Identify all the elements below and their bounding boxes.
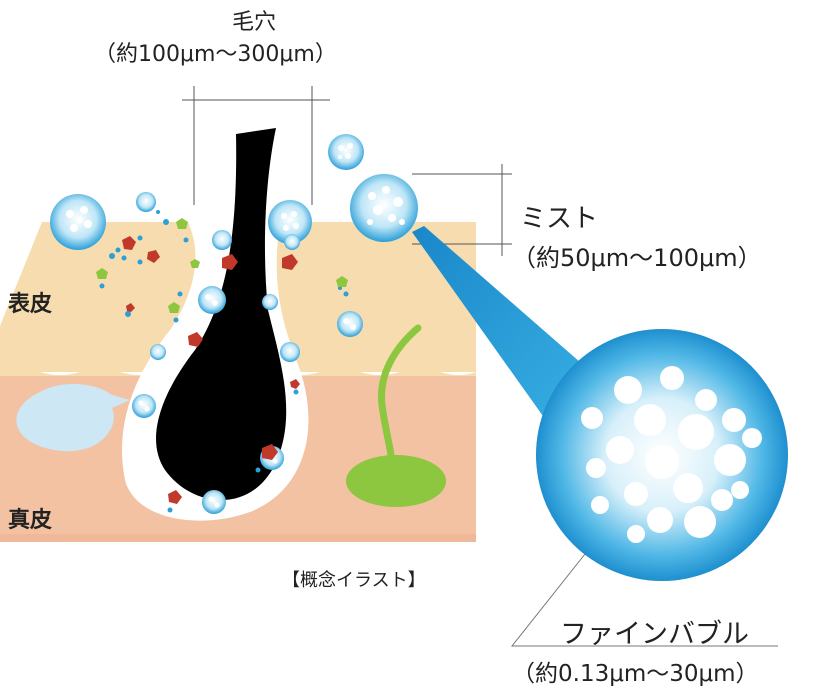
mist-label: ミスト [520,204,599,234]
concept-caption: 【概念イラスト】 [282,570,426,591]
fine-bubble-pointer [510,519,778,647]
pore-label: 毛穴 [232,10,277,35]
blue-blob [16,384,130,452]
mist-droplet [50,194,106,250]
green-particles [96,218,348,313]
fine-bubble-size-label: （約0.13μm～30μm） [512,661,759,687]
mist-droplet [268,200,312,244]
pore-dimension [182,86,330,205]
mist-droplet [132,394,156,418]
mist-size-label: （約50μm～100μm） [512,244,762,272]
dermis-bottom [0,534,476,542]
pore-size-label: （約100μm～300μm） [94,42,337,67]
red-particles [122,236,300,504]
green-base [346,455,446,507]
hair-follicle [156,128,287,501]
green-stem [378,324,422,466]
mist-droplet [198,286,226,314]
dermis-label: 真皮 [8,508,53,533]
mist-droplet [328,134,364,170]
mist-droplet [202,490,226,514]
mist-droplet [350,174,418,242]
fine-bubble-large [536,329,788,581]
epidermis-label: 表皮 [8,292,53,317]
mist-droplet [337,311,363,337]
fine-bubble-label: ファインバブル [560,619,749,650]
mist-droplet [136,192,300,362]
tiny-particles [99,210,349,513]
